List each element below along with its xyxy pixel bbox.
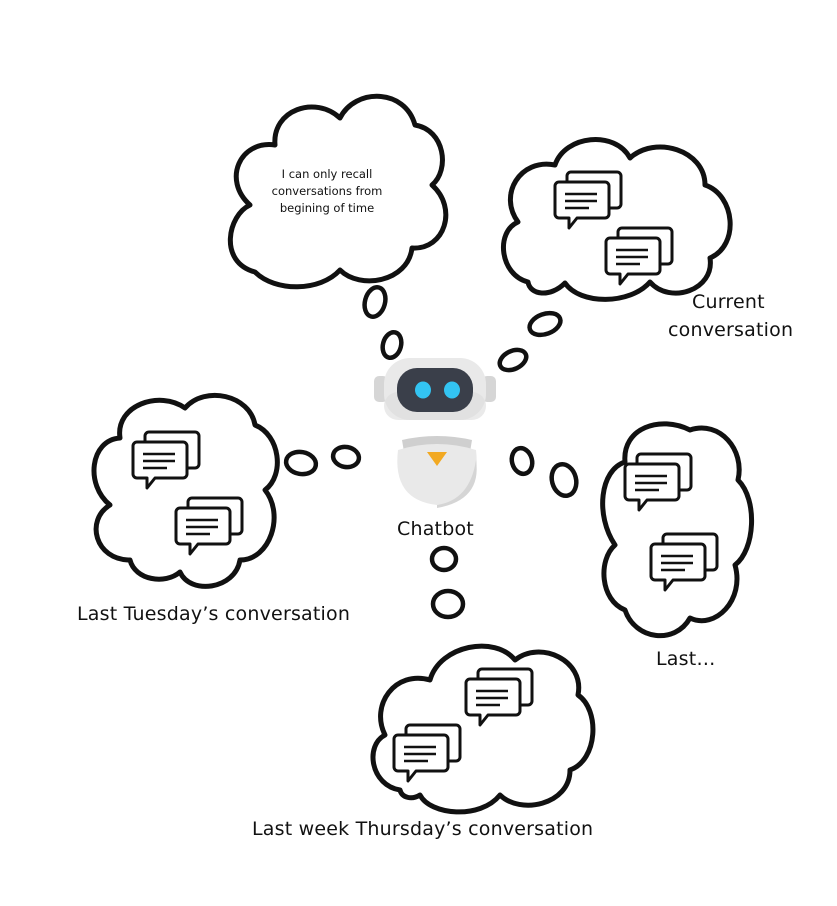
robot-icon [374, 358, 496, 508]
thought-bubble [509, 445, 535, 477]
label-line: conversation [668, 319, 794, 341]
thought-bubble [549, 461, 579, 499]
cloud-last-other [600, 421, 755, 639]
memory-note-line: I can only recall [281, 167, 373, 181]
thought-bubble [497, 347, 529, 373]
label-last-other: Last… [656, 648, 716, 670]
label-last-tuesday: Last Tuesday’s conversation [77, 603, 351, 625]
cloud-last-week-thursday [370, 643, 596, 815]
memory-note-text: I can only recall conversations from beg… [252, 166, 402, 217]
thought-bubble [527, 310, 563, 338]
thought-bubble [330, 444, 362, 470]
memory-note-line: begining of time [279, 201, 375, 215]
cloud-current [501, 137, 733, 302]
label-line: Current [692, 291, 765, 313]
cloud-last-tuesday [91, 392, 280, 589]
memory-note-line: conversations from [271, 184, 383, 198]
thought-bubble [362, 285, 388, 319]
label-current-conversation: Current conversation [668, 288, 793, 344]
label-last-week-thursday: Last week Thursday’s conversation [252, 818, 594, 840]
thought-bubble [380, 329, 404, 361]
thought-bubble [430, 588, 466, 620]
thought-bubble [283, 449, 319, 477]
memory-note-cloud [227, 93, 449, 290]
thought-bubble [429, 545, 459, 573]
robot-label: Chatbot [397, 518, 474, 540]
